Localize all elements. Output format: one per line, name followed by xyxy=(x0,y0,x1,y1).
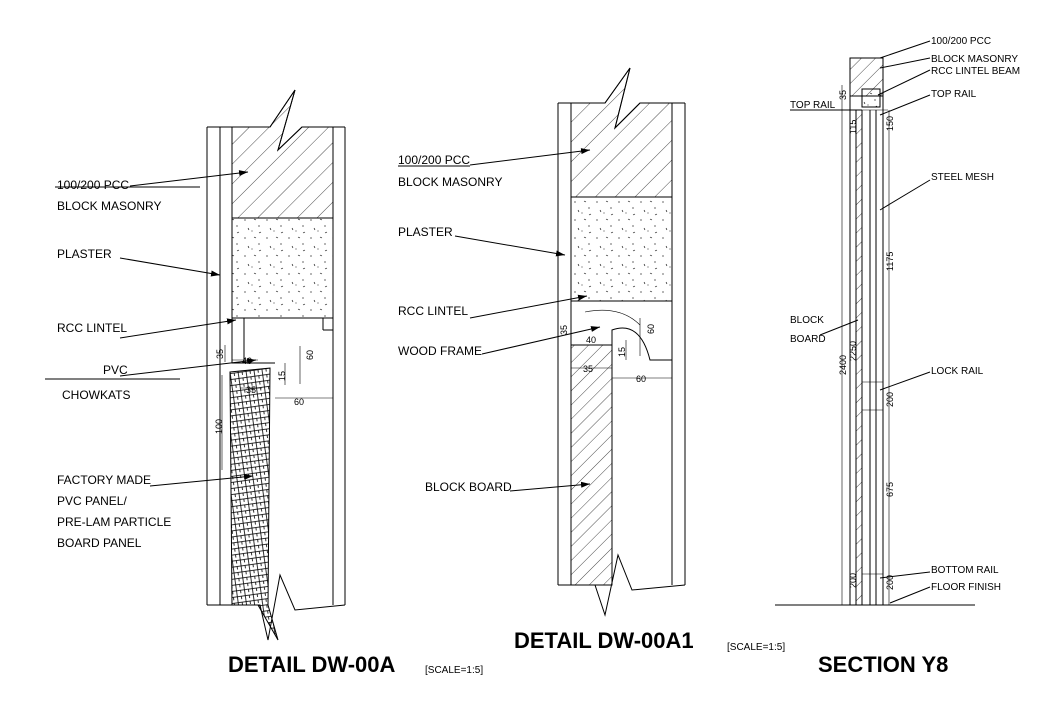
dim-text: 150 xyxy=(885,116,895,131)
wood-frame xyxy=(570,301,673,361)
dim-text: 60 xyxy=(636,374,646,384)
leader-line xyxy=(879,571,931,579)
label-block-board: BLOCK BOARD xyxy=(425,480,512,494)
label-block-masonry: BLOCK MASONRY xyxy=(931,54,1018,65)
dim-text: 35 xyxy=(246,385,256,395)
label-block: BLOCK xyxy=(790,315,824,326)
dim-text: 15 xyxy=(617,347,627,357)
dim-text: 2250 xyxy=(848,341,858,361)
title-detail-dw-00a: DETAIL DW-00A xyxy=(228,652,396,677)
dim-text: 40 xyxy=(586,335,596,345)
dim-text: 60 xyxy=(305,350,315,360)
leader-line xyxy=(879,371,931,391)
title-section-y8: SECTION Y8 xyxy=(818,652,948,677)
leader-line xyxy=(819,319,859,336)
label-block-masonry: BLOCK MASONRY xyxy=(398,175,502,189)
leader-arrow xyxy=(469,148,591,166)
label-factory-made: FACTORY MADE xyxy=(57,473,151,487)
section-block-board xyxy=(856,110,862,605)
label-wood-frame: WOOD FRAME xyxy=(398,344,482,358)
dim-text: 100 xyxy=(214,419,224,434)
title-detail-dw-00a1: DETAIL DW-00A1 xyxy=(514,628,694,653)
label-chowkats: CHOWKATS xyxy=(62,388,130,402)
section-lintel-beam xyxy=(861,88,881,108)
detail-dw-00a1: 40 60 15 35 60 35 100/200 PCC BLOCK MASO… xyxy=(398,67,785,653)
leader-arrow xyxy=(119,318,237,339)
label-pcc: 100/200 PCC xyxy=(398,153,470,167)
scale-detail-dw-00a1: [SCALE=1:5] xyxy=(727,642,785,653)
detail-dw-00a: 35 40 60 15 35 60 100 100/200 PCC BLOCK … xyxy=(45,89,483,677)
dim-text: 35 xyxy=(215,349,225,359)
label-lock-rail: LOCK RAIL xyxy=(931,366,984,377)
leader-line xyxy=(879,40,931,59)
leader-arrow xyxy=(149,473,254,487)
dim-text: 60 xyxy=(646,324,656,334)
dim-text: 35 xyxy=(838,90,848,100)
label-bottom-rail: BOTTOM RAIL xyxy=(931,565,999,576)
label-board-panel: BOARD PANEL xyxy=(57,536,142,550)
leader-arrow xyxy=(509,481,591,492)
dim-text: 35 xyxy=(583,364,593,374)
dim-text: 15 xyxy=(277,371,287,381)
label-top-rail-left: TOP RAIL xyxy=(790,100,836,111)
dim-text: 1175 xyxy=(885,252,895,271)
leader-line xyxy=(879,57,931,69)
label-pvc: PVC xyxy=(103,363,128,377)
leader-line xyxy=(879,179,931,211)
block-masonry-hatch xyxy=(231,89,334,219)
dim-text: 675 xyxy=(885,482,895,497)
block-masonry-hatch xyxy=(570,67,673,198)
block-board-panel xyxy=(570,344,613,586)
label-steel-mesh: STEEL MESH xyxy=(931,172,994,183)
label-floor-finish: FLOOR FINISH xyxy=(931,582,1001,593)
label-rcc-lintel: RCC LINTEL xyxy=(57,321,127,335)
label-rcc-lintel: RCC LINTEL xyxy=(398,304,468,318)
lintel-plaster-fill xyxy=(231,217,334,319)
scale-detail-dw-00a: [SCALE=1:5] xyxy=(425,665,483,676)
lintel-plaster-fill xyxy=(570,196,673,302)
leader-line xyxy=(889,586,931,604)
label-rcc-lintel-beam: RCC LINTEL BEAM xyxy=(931,66,1020,77)
dim-text: 2400 xyxy=(838,355,848,375)
dim-text: 200 xyxy=(848,573,858,588)
leader-line xyxy=(879,94,931,116)
leader-arrow xyxy=(481,326,601,355)
leader-arrow xyxy=(129,170,249,187)
label-board: BOARD xyxy=(790,334,826,345)
dim-text: 35 xyxy=(559,325,569,335)
break-line xyxy=(207,573,346,641)
dim-text: 200 xyxy=(885,575,895,590)
dim-text: 115 xyxy=(848,120,858,134)
dim-text: 200 xyxy=(885,392,895,407)
label-top-rail-right: TOP RAIL xyxy=(931,89,977,100)
label-prelam: PRE-LAM PARTICLE xyxy=(57,515,171,529)
leader-arrow xyxy=(469,294,588,319)
label-plaster: PLASTER xyxy=(57,247,112,261)
label-pcc: 100/200 PCC xyxy=(931,36,991,47)
section-y8: 35 115 150 1175 2400 2250 200 675 200 20… xyxy=(775,36,1020,677)
break-line xyxy=(558,553,686,617)
leader-arrow xyxy=(454,235,566,257)
leader-arrow xyxy=(119,358,257,377)
label-pvc-panel: PVC PANEL/ xyxy=(57,494,127,508)
label-plaster: PLASTER xyxy=(398,225,453,239)
dim-text: 60 xyxy=(294,397,304,407)
label-block-masonry: BLOCK MASONRY xyxy=(57,199,161,213)
leader-arrow xyxy=(119,257,221,277)
frame-curve xyxy=(584,309,641,326)
pvc-panel xyxy=(229,367,279,641)
label-pcc: 100/200 PCC xyxy=(57,178,129,192)
leader-line xyxy=(877,69,931,96)
